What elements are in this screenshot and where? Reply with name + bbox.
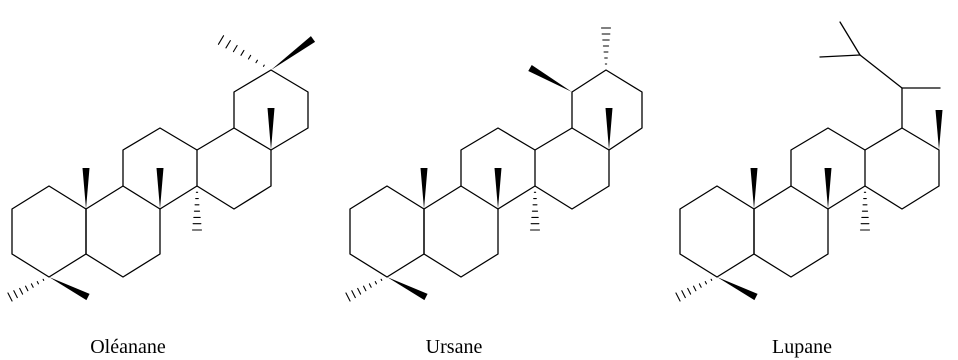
wedge-methyl-c8: [824, 168, 832, 209]
ring-a: [679, 185, 755, 278]
ring-d: [196, 127, 272, 210]
wedge-methyl-c10: [420, 168, 428, 209]
wedge-methyl-c20: [271, 36, 316, 70]
bond-c20-c21: [859, 54, 903, 89]
ring-b: [753, 185, 829, 278]
hash-methyl-c4: [675, 278, 713, 302]
oleanane-structure: [7, 35, 316, 302]
bond-isopropyl-methyl-a: [819, 54, 861, 58]
wedge-methyl-c17: [605, 108, 613, 150]
hash-methyl-c4: [345, 278, 383, 302]
ring-d: [534, 127, 610, 210]
lupane-structure: [675, 21, 943, 302]
ring-b: [423, 185, 499, 278]
ring-c: [122, 127, 198, 210]
bond-isopropyl-methyl-b: [839, 21, 861, 56]
ursane-structure: [345, 27, 643, 302]
ring-c: [460, 127, 536, 210]
ursane-label: Ursane: [425, 336, 483, 358]
ring-a: [11, 185, 87, 278]
hash-methyl-c14: [191, 191, 203, 231]
wedge-methyl-c17: [267, 108, 275, 150]
wedge-methyl-c10: [82, 168, 90, 209]
hash-methyl-c20: [600, 27, 612, 65]
wedge-methyl-c8: [494, 168, 502, 209]
wedge-methyl-c17: [935, 110, 943, 150]
wedge-methyl-c10: [750, 168, 758, 209]
wedge-methyl-c19: [528, 64, 572, 92]
hash-methyl-c20: [217, 35, 265, 67]
ring-e: [233, 69, 309, 151]
hash-methyl-c4: [7, 278, 45, 302]
hash-methyl-c14: [859, 191, 871, 231]
lupane-label: Lupane: [772, 336, 832, 358]
ring-c: [790, 127, 866, 210]
wedge-methyl-c4: [49, 277, 90, 301]
hash-methyl-c14: [529, 191, 541, 231]
ring-a: [349, 185, 425, 278]
ring-b: [85, 185, 161, 278]
ring-e: [571, 69, 643, 151]
oleanane-label: Oléanane: [90, 336, 166, 358]
wedge-methyl-c8: [156, 168, 164, 209]
wedge-methyl-c4: [717, 277, 758, 301]
ring-d: [864, 127, 940, 210]
wedge-methyl-c4: [387, 277, 428, 301]
